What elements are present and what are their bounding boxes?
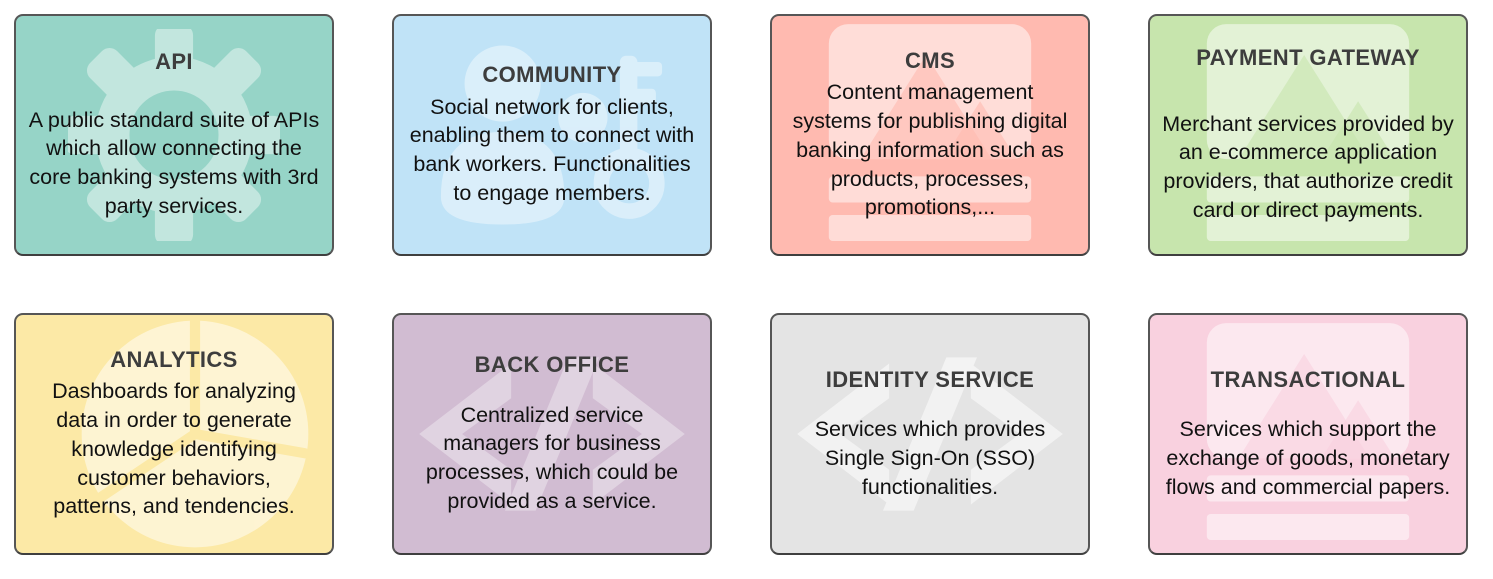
card-title: CMS — [904, 47, 956, 73]
card-api[interactable]: API A public standard suite of APIs whic… — [14, 14, 334, 256]
card-back-office[interactable]: BACK OFFICE Centralized service managers… — [392, 313, 712, 555]
card-transactional[interactable]: TRANSACTIONAL Services which support the… — [1148, 313, 1468, 555]
card-payment-gateway[interactable]: PAYMENT GATEWAY Merchant services provid… — [1148, 14, 1468, 256]
card-title: API — [155, 49, 193, 75]
card-text: TRANSACTIONAL Services which support the… — [1162, 367, 1454, 502]
card-description: A public standard suite of APIs which al… — [28, 107, 320, 218]
card-title: BACK OFFICE — [474, 352, 630, 378]
card-text: PAYMENT GATEWAY Merchant services provid… — [1162, 45, 1454, 225]
card-text: ANALYTICS Dashboards for analyzing data … — [33, 347, 315, 521]
card-identity-service[interactable]: IDENTITY SERVICE Services which provides… — [770, 313, 1090, 555]
card-description: Social network for clients, enabling the… — [409, 94, 695, 205]
card-title: COMMUNITY — [482, 62, 622, 88]
service-cards-grid: API A public standard suite of APIs whic… — [14, 14, 1468, 555]
card-title: ANALYTICS — [110, 346, 238, 372]
card-text: COMMUNITY Social network for clients, en… — [406, 62, 698, 208]
card-description: Services which support the exchange of g… — [1165, 417, 1451, 499]
card-text: API A public standard suite of APIs whic… — [28, 49, 320, 221]
card-description: Centralized service managers for busines… — [425, 402, 679, 513]
card-text: BACK OFFICE Centralized service managers… — [421, 352, 683, 516]
card-title: PAYMENT GATEWAY — [1196, 45, 1420, 71]
card-cms[interactable]: CMS Content management systems for publi… — [770, 14, 1090, 256]
card-title: TRANSACTIONAL — [1210, 366, 1406, 392]
card-text: CMS Content management systems for publi… — [791, 48, 1069, 222]
card-description: Content management systems for publishin… — [792, 80, 1068, 220]
card-description: Dashboards for analyzing data in order t… — [52, 379, 296, 519]
card-analytics[interactable]: ANALYTICS Dashboards for analyzing data … — [14, 313, 334, 555]
card-title: IDENTITY SERVICE — [825, 366, 1035, 392]
card-community[interactable]: COMMUNITY Social network for clients, en… — [392, 14, 712, 256]
card-text: IDENTITY SERVICE Services which provides… — [796, 367, 1064, 502]
card-description: Services which provides Single Sign-On (… — [814, 417, 1046, 499]
card-description: Merchant services provided by an e-comme… — [1162, 111, 1454, 222]
